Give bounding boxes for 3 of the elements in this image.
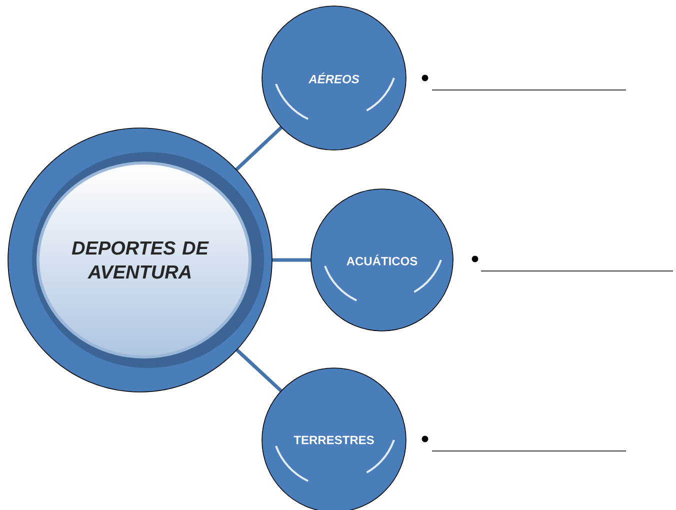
connector-line	[234, 347, 284, 394]
connector-line	[270, 258, 313, 262]
connector-line	[234, 124, 284, 172]
